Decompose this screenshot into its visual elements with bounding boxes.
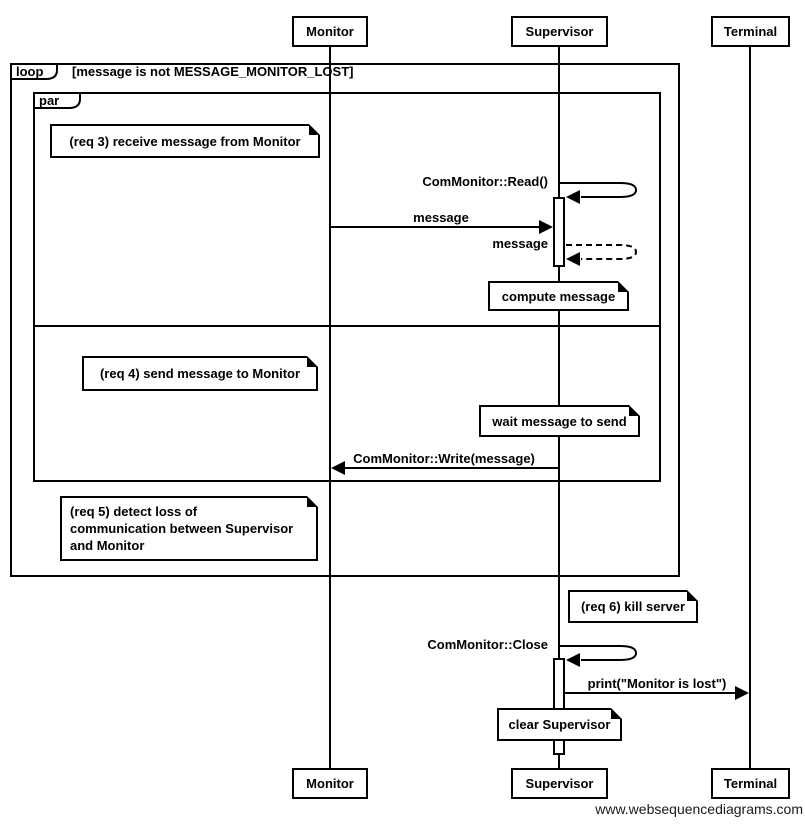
message-return-arrowhead [566,252,580,266]
supervisor-activation-read [553,197,565,267]
note-compute-message: compute message [488,281,629,311]
note-wait-message: wait message to send [479,405,640,437]
read-self-message-line [560,182,638,198]
write-arrowhead [331,461,345,475]
note-clear-supervisor: clear Supervisor [497,708,622,741]
print-message-label: print("Monitor is lost") [587,676,727,691]
close-arrowhead [566,653,580,667]
monitor-lifeline [329,47,331,768]
par-frame-tab [33,92,81,109]
close-message-label: ComMonitor::Close [427,637,548,652]
terminal-lifeline [749,47,751,768]
par-frame-label: par [39,93,60,108]
actor-terminal-top: Terminal [711,16,790,47]
note-req4: (req 4) send message to Monitor [82,356,318,391]
par-frame [33,92,661,482]
note-req6: (req 6) kill server [568,590,698,623]
actor-monitor-top: Monitor [292,16,368,47]
actor-terminal-bottom: Terminal [711,768,790,799]
close-self-message-line [560,645,638,661]
actor-monitor-bottom: Monitor [292,768,368,799]
message-in-arrowhead [539,220,553,234]
par-frame-divider [34,325,660,327]
loop-frame-condition: [message is not MESSAGE_MONITOR_LOST] [72,64,354,79]
watermark: www.websequencediagrams.com [595,801,803,817]
note-req5: (req 5) detect loss of communication bet… [60,496,318,561]
print-arrowhead [735,686,749,700]
read-arrowhead [566,190,580,204]
message-return-line [566,244,638,260]
read-message-label: ComMonitor::Read() [422,174,548,189]
write-message-label: ComMonitor::Write(message) [353,451,535,466]
loop-frame-label: loop [16,64,44,79]
note-req3: (req 3) receive message from Monitor [50,124,320,158]
message-return-label: message [492,236,548,251]
loop-frame-tab [10,63,58,80]
message-in-label: message [413,210,469,225]
loop-frame [10,63,680,577]
actor-supervisor-top: Supervisor [511,16,608,47]
actor-supervisor-bottom: Supervisor [511,768,608,799]
